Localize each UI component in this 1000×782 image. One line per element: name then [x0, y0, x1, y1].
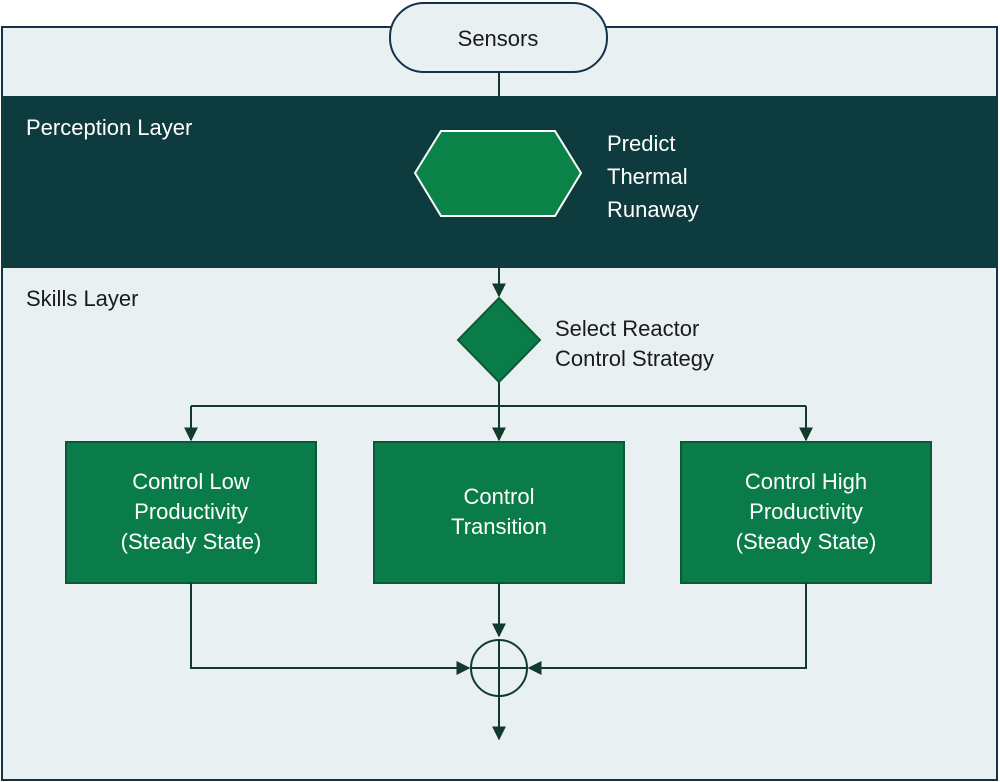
control-low-line-3: (Steady State) [121, 529, 262, 554]
predict-label-line-1: Predict [607, 131, 675, 156]
sensors-node [389, 2, 608, 73]
merge-line-left [190, 583, 471, 675]
predict-hexagon [413, 130, 583, 217]
skills-layer-title: Skills Layer [26, 286, 138, 311]
select-label-line-1: Select Reactor [555, 316, 699, 341]
predict-label-line-2: Thermal [607, 164, 688, 189]
sensors-label: Sensors [458, 26, 539, 51]
control-transition-line-1: Control [464, 484, 535, 509]
select-label-line-2: Control Strategy [555, 346, 714, 371]
control-high-box [680, 441, 932, 584]
merge-line-right [527, 583, 807, 675]
control-low-box [65, 441, 317, 584]
predict-label-line-3: Runaway [607, 197, 699, 222]
control-transition-box [373, 441, 625, 584]
control-high-line-3: (Steady State) [736, 529, 877, 554]
perception-layer-title: Perception Layer [26, 115, 192, 140]
control-low-line-1: Control Low [132, 469, 250, 494]
control-transition-line-2: Transition [451, 514, 547, 539]
control-high-line-2: Productivity [749, 499, 863, 524]
control-low-line-2: Productivity [134, 499, 248, 524]
control-high-line-1: Control High [745, 469, 867, 494]
